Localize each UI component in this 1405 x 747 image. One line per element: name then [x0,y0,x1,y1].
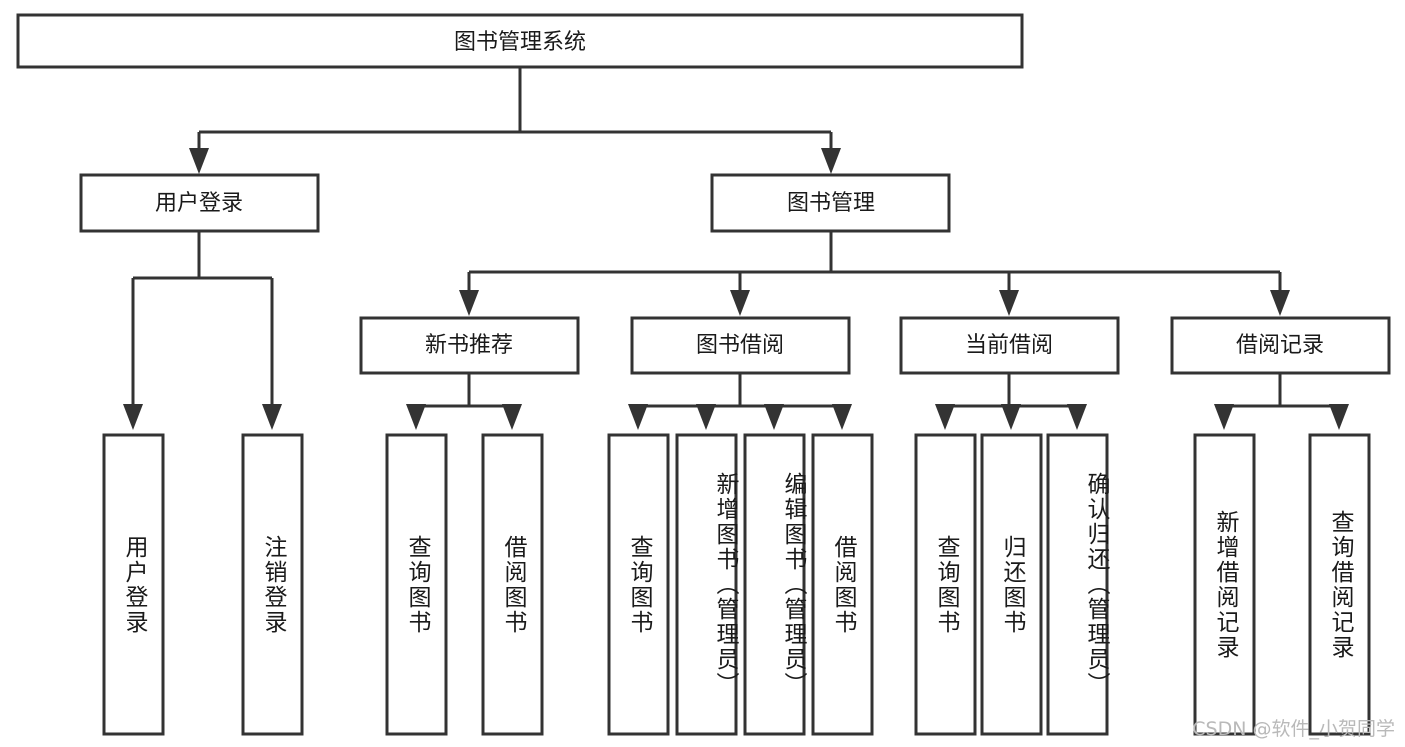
arrow-head-leaf10 [1001,404,1021,430]
node-bookmgmt-box[interactable] [710,173,951,233]
arrow-head-to-login [189,148,209,174]
node-root-box[interactable] [16,13,1024,69]
arrow-head-records [1270,290,1290,316]
node-login-box[interactable] [79,173,320,233]
node-borrow-box[interactable] [630,316,851,375]
node-leaf13-box[interactable] [1308,433,1371,736]
arrow-head-leaf6 [696,404,716,430]
node-bookmgmt[interactable]: 图书管理 [710,173,951,233]
node-leaf3-box[interactable] [385,433,448,736]
arrow-head-leaf8 [832,404,852,430]
arrow-head-newbook [459,290,479,316]
arrow-head-to-bookmgmt [821,148,841,174]
node-newbook-box[interactable] [359,316,580,375]
node-bookmgmt-label: 图书管理 [787,191,875,216]
arrow-head-leaf13 [1329,404,1349,430]
arrow-head-leaf2 [262,404,282,430]
connector-group-newbook [406,373,522,430]
node-leaf12-box[interactable] [1193,433,1256,736]
node-login[interactable]: 用户登录 [79,173,320,233]
arrow-head-leaf11 [1067,404,1087,430]
leaf-box-group [102,433,1371,736]
connector-group-current [935,373,1087,430]
node-leaf1-box[interactable] [102,433,165,736]
node-leaf7-box[interactable] [743,433,806,736]
node-records-label: 借阅记录 [1236,333,1324,358]
node-root-label: 图书管理系统 [454,30,586,55]
node-leaf5-box[interactable] [607,433,670,736]
node-leaf6-box[interactable] [675,433,738,736]
node-records-box[interactable] [1170,316,1391,375]
node-records[interactable]: 借阅记录 [1170,316,1391,375]
node-current-label: 当前借阅 [965,333,1053,358]
node-leaf11-box[interactable] [1046,433,1109,736]
node-newbook[interactable]: 新书推荐 [359,316,580,375]
connector-group-records [1214,373,1349,430]
node-borrow[interactable]: 图书借阅 [630,316,851,375]
node-leaf2-box[interactable] [241,433,304,736]
arrow-head-leaf1 [123,404,143,430]
node-borrow-label: 图书借阅 [696,333,784,358]
arrow-head-current [999,290,1019,316]
arrow-head-leaf7 [764,404,784,430]
node-leaf9-box[interactable] [914,433,977,736]
node-leaf4-box[interactable] [481,433,544,736]
node-leaf8-box[interactable] [811,433,874,736]
node-root[interactable]: 图书管理系统 [16,13,1024,69]
connector-group-login [123,231,282,430]
arrow-head-borrow [730,290,750,316]
arrow-head-leaf9 [935,404,955,430]
arrow-head-leaf5 [628,404,648,430]
node-login-label: 用户登录 [155,191,243,216]
connector-group-root [189,67,841,174]
connector-group-borrow [628,373,852,430]
node-leaf10-box[interactable] [980,433,1043,736]
node-current-box[interactable] [899,316,1120,375]
arrow-head-leaf12 [1214,404,1234,430]
watermark-text: CSDN @软件_小贺同学 [1192,718,1395,740]
arrow-head-leaf3 [406,404,426,430]
arrow-head-leaf4 [502,404,522,430]
node-current[interactable]: 当前借阅 [899,316,1120,375]
node-newbook-label: 新书推荐 [425,333,513,358]
connector-group-bookmgmt [459,231,1290,316]
